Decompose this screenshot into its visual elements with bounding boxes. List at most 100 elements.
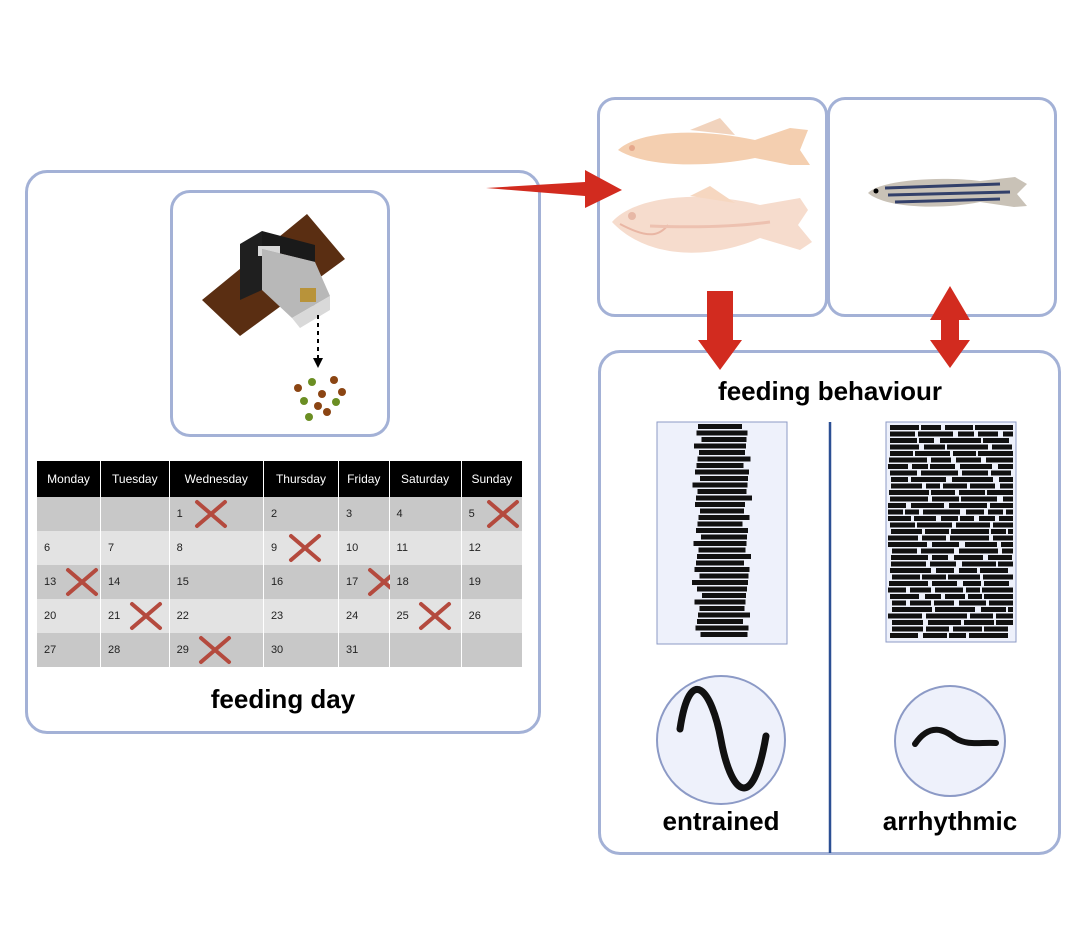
actogram-bar bbox=[952, 477, 993, 482]
actogram-bar bbox=[695, 625, 749, 631]
sine-wave-icon bbox=[656, 675, 786, 805]
actogram-bar bbox=[697, 489, 747, 494]
calendar-day-cell: 24 bbox=[338, 599, 390, 633]
calendar-day-number: 28 bbox=[108, 644, 121, 656]
calendar-day-cell: 9 bbox=[263, 531, 340, 565]
actogram-bar bbox=[888, 503, 906, 508]
actogram-bar bbox=[692, 580, 748, 585]
actogram-bar bbox=[979, 516, 995, 521]
actogram-bar bbox=[911, 477, 946, 482]
actogram-bar bbox=[962, 470, 988, 476]
actogram-bar bbox=[890, 438, 917, 443]
actogram-bar bbox=[970, 613, 993, 619]
actogram-bar bbox=[890, 451, 913, 456]
actogram-bar bbox=[917, 522, 952, 528]
actogram-bar bbox=[693, 541, 747, 546]
actogram-bar bbox=[921, 548, 954, 554]
actogram-bar bbox=[983, 438, 1009, 443]
calendar-day-cell: 31 bbox=[338, 633, 390, 667]
actogram-bar bbox=[888, 516, 911, 521]
actogram-bar bbox=[953, 626, 982, 632]
day-header-monday: Monday bbox=[37, 461, 102, 497]
actogram-bar bbox=[891, 561, 926, 567]
actogram-bar bbox=[1006, 509, 1013, 515]
actogram-bar bbox=[922, 535, 946, 541]
actogram-bar bbox=[892, 548, 917, 554]
actogram-bar bbox=[941, 516, 958, 521]
actogram-bar bbox=[922, 574, 946, 580]
calendar-day-number: 20 bbox=[44, 610, 57, 622]
actogram-bar bbox=[934, 600, 954, 606]
actogram-bar bbox=[918, 431, 953, 437]
actogram-bar bbox=[986, 457, 1013, 463]
actogram-bar bbox=[989, 600, 1013, 606]
actogram-bar bbox=[998, 464, 1013, 469]
feeding-cross-icon bbox=[486, 500, 519, 528]
actogram-bar bbox=[969, 633, 1008, 638]
actogram-bar bbox=[961, 496, 997, 502]
arrhythmic-actogram bbox=[888, 425, 1013, 638]
actogram-bar bbox=[695, 469, 749, 475]
actogram-bar bbox=[888, 542, 927, 547]
cavefish-icon bbox=[612, 118, 812, 253]
calendar-day-number: 5 bbox=[468, 508, 475, 520]
actogram-bar bbox=[923, 509, 960, 515]
feeding-cross-icon bbox=[198, 636, 231, 664]
actogram-bar bbox=[891, 477, 908, 482]
calendar-day-number: 17 bbox=[346, 576, 359, 588]
actogram-bar bbox=[915, 451, 950, 456]
arrow-to-fish bbox=[486, 170, 622, 208]
calendar-day-number: 21 bbox=[108, 610, 121, 622]
actogram-bar bbox=[890, 496, 928, 502]
actogram-bar bbox=[888, 613, 922, 619]
actogram-bar bbox=[987, 490, 1013, 495]
calendar-day-cell bbox=[389, 633, 462, 667]
actogram-bar bbox=[975, 425, 1013, 430]
day-header-saturday: Saturday bbox=[389, 461, 462, 497]
actogram-bar bbox=[892, 626, 923, 632]
actogram-bar bbox=[930, 464, 955, 469]
actogram-bar bbox=[932, 542, 959, 547]
actogram-bar bbox=[948, 574, 980, 580]
actogram-bar bbox=[696, 560, 744, 566]
actogram-bar bbox=[959, 568, 977, 573]
actogram-bar bbox=[697, 619, 743, 624]
actogram-bar bbox=[959, 548, 998, 554]
calendar-day-cell bbox=[461, 633, 524, 667]
actogram-bar bbox=[931, 457, 951, 463]
actogram-bar bbox=[696, 528, 748, 533]
actogram-bar bbox=[888, 464, 908, 469]
actogram-bar bbox=[890, 470, 917, 476]
calendar-day-number: 15 bbox=[176, 576, 189, 588]
actogram-bar bbox=[889, 457, 927, 463]
actogram-bar bbox=[928, 620, 961, 625]
calendar-day-cell: 19 bbox=[461, 565, 524, 599]
calendar-day-number: 31 bbox=[346, 644, 359, 656]
calendar-day-cell: 12 bbox=[461, 531, 524, 565]
calendar-day-cell: 4 bbox=[389, 497, 462, 531]
actogram-bar bbox=[698, 424, 742, 429]
actogram-bar bbox=[892, 620, 923, 625]
actogram-bar bbox=[956, 522, 990, 528]
actogram-bar bbox=[925, 529, 949, 534]
actogram-bar bbox=[695, 502, 745, 507]
actogram-bar bbox=[921, 470, 958, 476]
calendar-day-cell: 7 bbox=[100, 531, 170, 565]
actogram-bar bbox=[940, 438, 981, 443]
actogram-bar bbox=[968, 594, 982, 599]
actogram-bar bbox=[891, 483, 922, 489]
calendar-day-cell: 3 bbox=[338, 497, 390, 531]
day-header-tuesday: Tuesday bbox=[100, 461, 170, 497]
actogram-bar bbox=[890, 568, 931, 573]
actogram-bar bbox=[980, 568, 1008, 573]
calendar-day-number: 29 bbox=[176, 644, 189, 656]
calendar-day-cell: 13 bbox=[37, 565, 102, 599]
calendar-day-cell bbox=[100, 497, 170, 531]
calendar-day-number: 4 bbox=[396, 508, 403, 520]
day-header-sunday: Sunday bbox=[461, 461, 524, 497]
actogram-bar bbox=[966, 509, 984, 515]
actogram-bar bbox=[960, 516, 974, 521]
actogram-bar bbox=[984, 626, 1008, 632]
